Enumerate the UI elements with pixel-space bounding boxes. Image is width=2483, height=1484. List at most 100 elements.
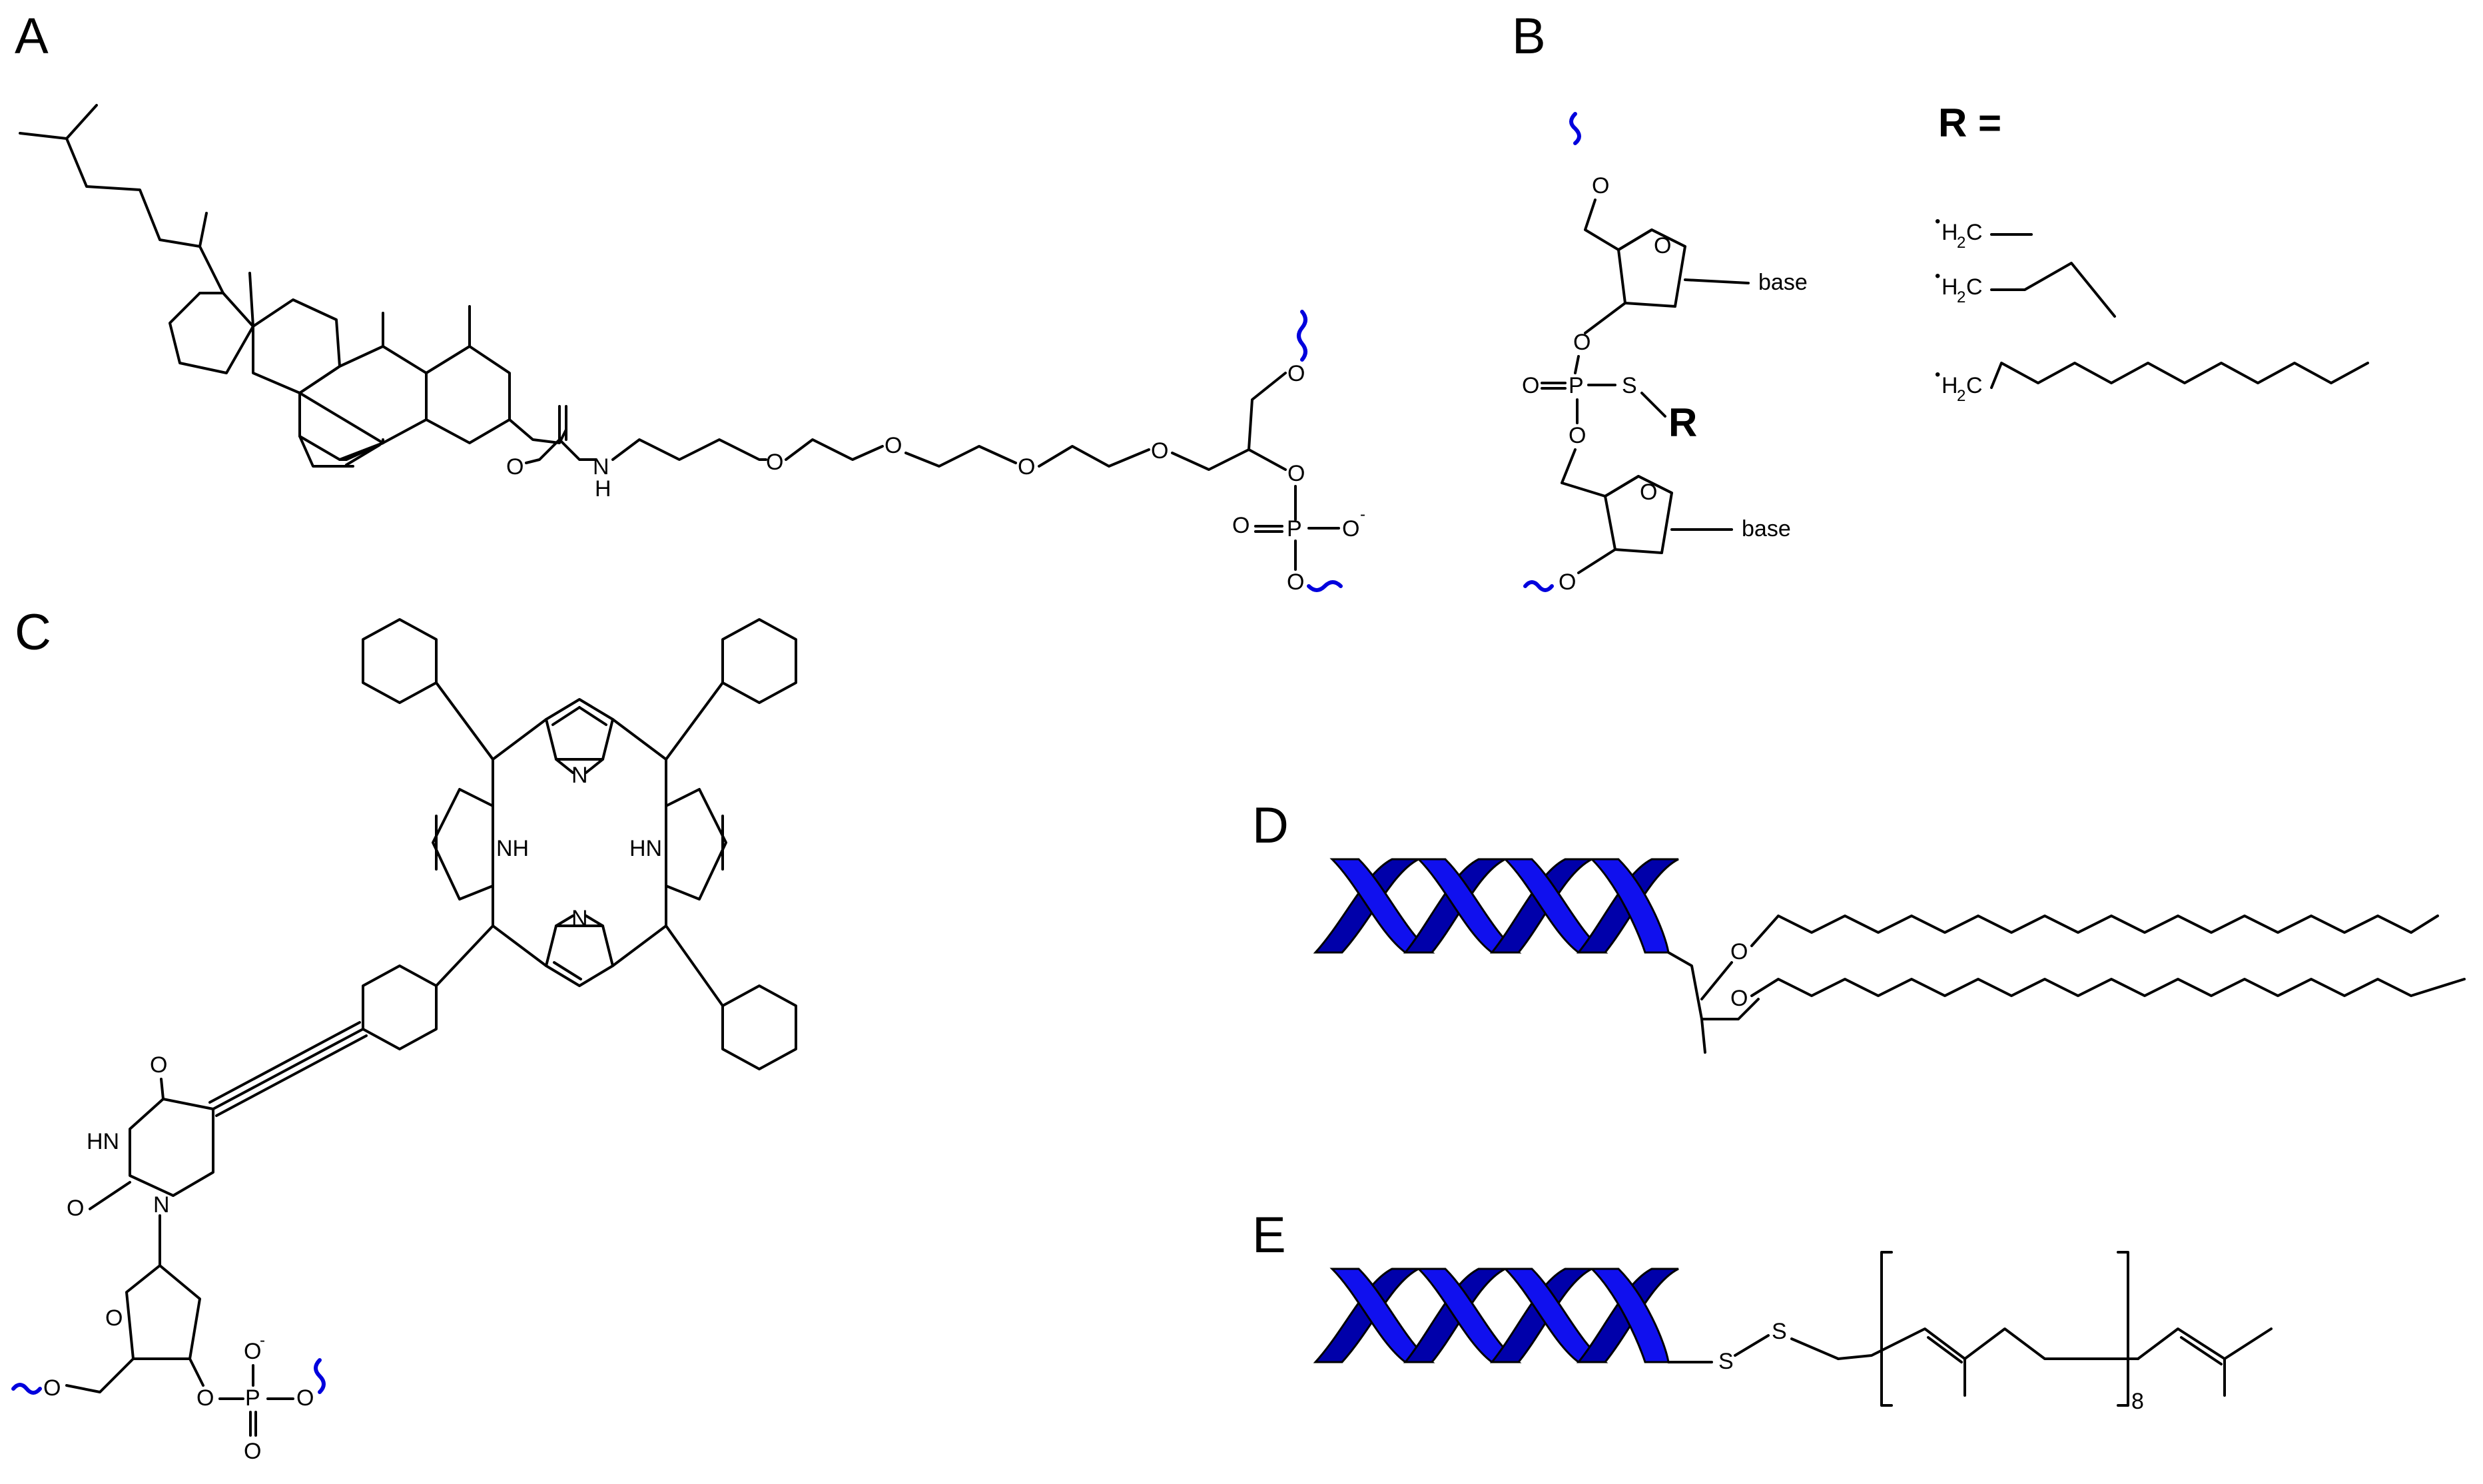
- svg-text:N: N: [593, 454, 609, 480]
- panel-b-r-group: R: [1668, 400, 1697, 445]
- svg-text:•: •: [1935, 212, 1940, 230]
- svg-text:C: C: [1966, 373, 1983, 398]
- panel-b-sugar-bottom: [1604, 475, 1673, 554]
- svg-text:NH: NH: [496, 836, 529, 861]
- panel-c-phenyl-bottom-right: [665, 925, 797, 1070]
- panel-a-peg-linker: [508, 418, 567, 444]
- svg-text:O: O: [1232, 513, 1249, 538]
- panel-c-uracil: O HN O N: [67, 1052, 214, 1221]
- svg-text:•: •: [1935, 267, 1940, 285]
- panel-a-cholesterol-conjugate: A O N H O O O O O: [15, 8, 1365, 595]
- svg-text:O: O: [150, 1052, 167, 1078]
- svg-text:O: O: [196, 1385, 214, 1411]
- svg-text:N: N: [571, 906, 588, 931]
- panel-a-wiggle-top: [1297, 310, 1307, 362]
- svg-text:O: O: [67, 1196, 84, 1221]
- panel-a-wiggle-bottom: [1307, 580, 1343, 592]
- svg-text:O: O: [1730, 986, 1748, 1011]
- svg-text:O: O: [1654, 233, 1671, 258]
- svg-text:S: S: [1718, 1349, 1734, 1374]
- panel-e-dna-helix: [1313, 1268, 1679, 1363]
- svg-text:O: O: [1522, 373, 1539, 398]
- panel-e-repeat-count: 8: [2131, 1389, 2144, 1414]
- panel-a-ring-c: [252, 298, 341, 394]
- svg-text:P: P: [1287, 516, 1302, 542]
- panel-a-ring-a: [425, 345, 511, 444]
- panel-e-label: E: [1252, 1207, 1286, 1264]
- svg-text:HN: HN: [629, 836, 662, 861]
- panel-b-wiggle-top: [1569, 112, 1581, 145]
- svg-text:O: O: [1151, 438, 1168, 464]
- svg-text:H: H: [595, 476, 611, 502]
- panel-b-substituent-decyl: • H 2 C: [1935, 362, 2369, 405]
- svg-text:C: C: [1966, 274, 1983, 300]
- svg-text:O: O: [1342, 516, 1359, 542]
- panel-d-alkyl-chain-1: [1750, 915, 2439, 947]
- svg-text:O: O: [1559, 569, 1576, 595]
- svg-text:O: O: [1287, 569, 1304, 595]
- svg-text:2: 2: [1957, 234, 1965, 252]
- svg-text:N: N: [571, 763, 588, 788]
- svg-text:O: O: [885, 433, 902, 458]
- panel-b-label: B: [1512, 8, 1546, 65]
- panel-b-r-header: R =: [1938, 101, 2001, 145]
- svg-text:O: O: [43, 1375, 61, 1401]
- panel-a-ring-d: [169, 292, 254, 374]
- svg-text:O: O: [1018, 454, 1035, 480]
- panel-a-ring-b: [298, 345, 428, 444]
- svg-text:HN: HN: [87, 1129, 119, 1154]
- panel-c-wiggle-right: [314, 1358, 326, 1394]
- svg-text:O: O: [1287, 461, 1305, 486]
- svg-text:O: O: [766, 450, 783, 475]
- panel-c-phenyl-top-left: [362, 618, 494, 761]
- svg-text:base: base: [1742, 516, 1791, 542]
- svg-text:P: P: [1569, 373, 1584, 398]
- panel-b-phosphorothioate: B O O base O O P S R O O base O R = • H: [1512, 8, 2369, 595]
- panel-c-sugar-phosphate: O O O P O - O O: [11, 1214, 326, 1464]
- svg-text:S: S: [1772, 1319, 1787, 1344]
- svg-text:O: O: [105, 1305, 123, 1331]
- panel-c-porphyrin-nucleotide: C N NH HN N: [11, 604, 797, 1464]
- svg-text:O: O: [1287, 361, 1305, 386]
- svg-text:O: O: [1730, 939, 1748, 964]
- panel-e-bracket-left: [1880, 1251, 1893, 1407]
- svg-text:O: O: [1573, 330, 1591, 355]
- svg-text:-: -: [260, 1331, 265, 1349]
- panel-c-wiggle-left: [11, 1383, 42, 1395]
- panel-e-isoprene-unit: [1837, 1327, 2139, 1397]
- svg-text:O: O: [244, 1439, 261, 1464]
- panel-b-substituent-ethyl: • H 2 C: [1935, 212, 2033, 252]
- svg-text:P: P: [245, 1385, 260, 1411]
- svg-text:O: O: [296, 1385, 314, 1411]
- panel-e-dna-polyprenyl: E S S 8: [1252, 1207, 2273, 1414]
- panel-d-alkyl-chain-2: [1750, 978, 2466, 997]
- panel-b-sugar-top: [1617, 228, 1686, 308]
- svg-text:2: 2: [1957, 387, 1965, 405]
- panel-b-wiggle-bottom: [1523, 580, 1554, 592]
- svg-text:base: base: [1758, 270, 1808, 295]
- panel-c-phenyl-top-right: [665, 618, 797, 761]
- svg-text:C: C: [1966, 220, 1983, 245]
- svg-text:H: H: [1942, 220, 1958, 245]
- panel-c-alkyne: [208, 1021, 368, 1117]
- svg-text:N: N: [153, 1192, 170, 1218]
- svg-text:H: H: [1942, 373, 1958, 398]
- panel-a-label: A: [15, 8, 49, 65]
- svg-text:O: O: [1592, 173, 1609, 198]
- svg-text:O: O: [1640, 480, 1657, 505]
- panel-a-side-chain: [19, 104, 224, 294]
- svg-text:-: -: [1360, 506, 1365, 524]
- svg-text:•: •: [1935, 366, 1940, 384]
- panel-d-label: D: [1252, 797, 1289, 854]
- panel-c-label: C: [15, 604, 51, 661]
- panel-b-substituent-butyl: • H 2 C: [1935, 262, 2116, 318]
- svg-text:O: O: [1569, 423, 1586, 448]
- panel-c-phenyl-linker: [362, 925, 494, 1050]
- panel-d-dna-helix: [1313, 858, 1679, 954]
- svg-text:2: 2: [1957, 288, 1965, 306]
- svg-text:O: O: [244, 1339, 261, 1364]
- panel-d-dna-dialkyl-lipid: D O O: [1252, 797, 2466, 1054]
- panel-e-terminal-unit: [2137, 1327, 2273, 1397]
- svg-text:O: O: [506, 454, 524, 480]
